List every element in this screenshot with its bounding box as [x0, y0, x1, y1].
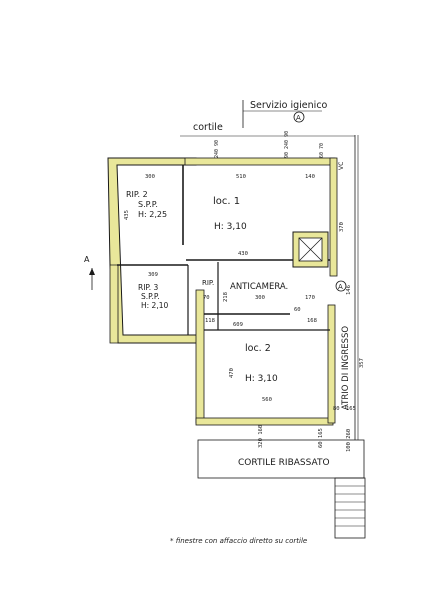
anticamera-label: ANTICAMERA.: [230, 282, 288, 292]
servizio-igienico-label: Servizio igienico: [250, 100, 328, 111]
cortile-ribassato-box: [197, 439, 365, 479]
servizio-marker: A: [296, 114, 301, 122]
loc1-name: loc. 1: [213, 196, 240, 207]
servizio-marker-circle: [293, 111, 305, 123]
cortile-ribassato-label: CORTILE RIBASSATO: [238, 458, 330, 468]
dim-470: 470: [229, 368, 235, 378]
footnote: * finestre con affaccio diretto su corti…: [170, 537, 307, 545]
cortile-top-label: cortile: [193, 122, 223, 133]
dim-70: 70: [203, 295, 210, 301]
rip3-spp: S.P.P.: [141, 292, 160, 301]
dim-170: 170: [305, 295, 315, 301]
anticamera-marker-circle: [335, 280, 347, 292]
dim-118: 118: [205, 318, 215, 324]
outer-wall-left-lower: [109, 264, 119, 344]
bottom-wall: [195, 417, 334, 426]
section-arrow: [89, 268, 95, 275]
top-wall: [184, 157, 336, 166]
dim-300b: 300: [255, 295, 265, 301]
dim-146: 146: [346, 285, 352, 295]
loc1-height: H: 3,10: [214, 222, 247, 232]
stair-lower: [334, 477, 366, 539]
loc2-height: H: 3,10: [245, 374, 278, 384]
left-inner-wall: [195, 289, 205, 424]
dim-300: 300: [145, 174, 155, 180]
section-marker: A: [84, 255, 90, 264]
outer-wall-left: [107, 157, 204, 344]
rip2-name: RIP. 2: [126, 190, 148, 199]
dim-510: 510: [236, 174, 246, 180]
dim-140: 140: [305, 174, 315, 180]
rip3-name: RIP. 3: [138, 283, 159, 292]
dim-240-90: 240 90: [214, 140, 220, 158]
dim-309: 309: [148, 272, 158, 278]
dim-435: 435: [124, 210, 130, 220]
vc-label: VC: [338, 162, 345, 170]
dim-90-240-90: 90 240 90: [284, 131, 290, 158]
dim-320-160: 320 160: [258, 425, 264, 448]
atrio-label: ATRIO DI INGRESSO: [341, 326, 351, 410]
dim-168: 168: [307, 318, 317, 324]
dim-357: 357: [359, 358, 365, 368]
rip3-height: H: 2,10: [141, 301, 168, 310]
dim-80: 80: [333, 406, 340, 412]
rip2-spp: S.P.P.: [138, 200, 158, 209]
elevator-diag-2: [298, 237, 323, 262]
dim-218: 218: [223, 292, 229, 302]
dim-430: 430: [238, 251, 248, 257]
dim-100-260: 100 260: [346, 429, 352, 452]
dim-609: 609: [233, 322, 243, 328]
dim-60-70: 60 70: [319, 143, 325, 158]
dim-60-165: 60 165: [318, 428, 324, 448]
right-wall-lower: [327, 304, 336, 424]
right-wall-upper: [329, 157, 338, 277]
dim-560: 560: [262, 397, 272, 403]
rip-small-label: RIP.: [202, 279, 214, 287]
dim-165: 165: [346, 406, 356, 412]
dim-60: 60: [294, 307, 301, 313]
rip2-height: H: 2,25: [138, 210, 167, 219]
loc2-name: loc. 2: [245, 343, 271, 354]
dim-370: 370: [339, 222, 345, 232]
anticamera-marker: A: [338, 283, 343, 291]
